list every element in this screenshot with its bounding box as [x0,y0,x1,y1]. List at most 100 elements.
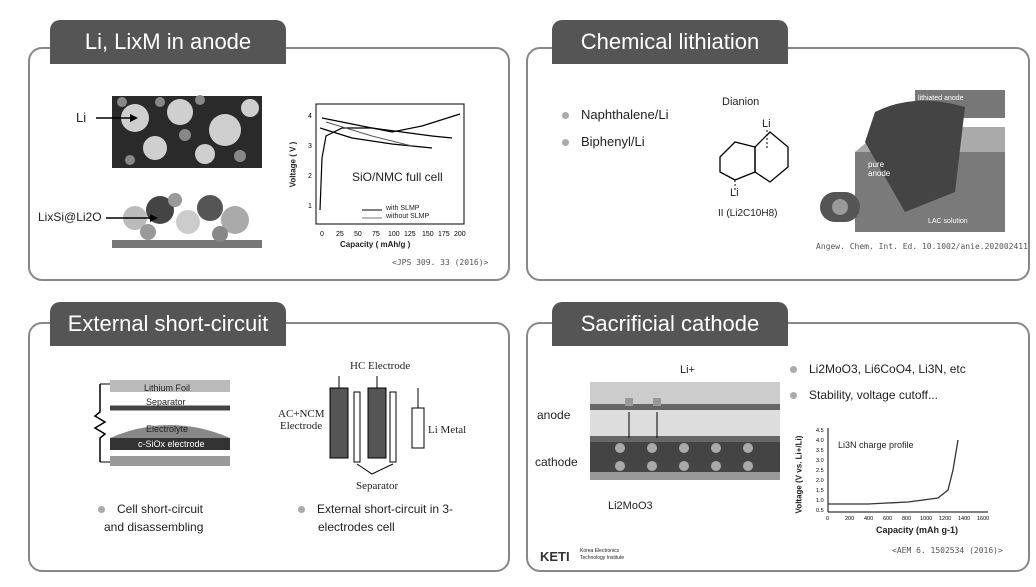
svg-text:150: 150 [422,231,434,238]
panel-chemical-title: Chemical lithiation [552,20,788,64]
plot4-xlabel: Capacity (mAh g-1) [876,525,959,535]
svg-text:2.0: 2.0 [816,478,824,484]
svg-text:1600: 1600 [977,516,989,522]
sacrificial-bullet-1-text: Li2MoO3, Li6CoO4, Li3N, etc [809,362,966,376]
keti-sub-1: Korea Electronics [580,548,620,554]
anode-voltage-plot: 0 25 50 75 100 125 150 175 200 1 2 3 4 [308,103,466,238]
sacrificial-bullet-2: Stability, voltage cutoff... [790,388,938,402]
label-li: Li [76,110,87,125]
chemical-bullet-2: Biphenyl/Li [562,134,645,149]
plot1-ylabel: Voltage ( V ) [288,141,298,188]
anode-particle-diagram [96,95,262,248]
svg-text:3: 3 [308,143,312,150]
roll-to-roll-lithiation-diagram [820,90,1005,232]
plot4-annotation: Li3N charge profile [838,440,914,450]
svg-text:200: 200 [845,516,854,522]
plot1-legend-with: with SLMP [386,205,420,212]
svg-text:200: 200 [454,231,466,238]
bullet-dot [98,506,105,514]
svg-text:4: 4 [308,113,312,120]
cathode-label: cathode [535,455,578,469]
plot1-annotation: SiO/NMC full cell [352,170,443,184]
li2moo3-label: Li2MoO3 [608,500,653,512]
chemical-bullet-2-text: Biphenyl/Li [581,134,645,149]
anode-citation: <JPS 309. 33 (2016)> [392,258,489,267]
lithium-foil-label: Lithium Foil [144,383,191,393]
svg-text:3.0: 3.0 [816,458,824,464]
separator-label: Separator [146,397,186,407]
svg-text:0.5: 0.5 [816,508,824,514]
electrolyte-label: Electrolyte [146,424,189,434]
plot4-ylabel: Voltage (V vs. Li+/Li) [794,435,804,514]
svg-text:3.5: 3.5 [816,448,824,454]
external-bullet-2: External short-circuit in 3- [298,502,453,516]
lac-solution-label: LAC solution [928,218,968,225]
short-circuit-cell-diagram [93,380,230,466]
svg-text:100: 100 [388,231,400,238]
dianion-label: Dianion [722,96,760,108]
three-electrode-cell-diagram [329,376,425,475]
svg-text:4.0: 4.0 [816,438,824,444]
svg-text:1400: 1400 [958,516,970,522]
svg-text:1: 1 [308,203,312,210]
bullet-dot [790,366,797,374]
panel-anode-title: Li, LixM in anode [50,20,286,64]
svg-text:175: 175 [438,231,450,238]
separator-label-2: Separator [356,480,399,492]
svg-text:2: 2 [308,173,312,180]
bullet-dot [562,139,569,147]
bullet-dot [562,112,569,120]
keti-logo-mark: KETI [540,549,570,564]
electrode-label: c-SiOx electrode [138,439,205,449]
chemical-bullet-1: Naphthalene/Li [562,107,668,122]
svg-text:4.5: 4.5 [816,428,824,434]
sacrificial-citation: <AEM 6. 1502534 (2016)> [892,546,1003,555]
lithiated-anode-label: lithiated anode [918,95,964,102]
li-bottom-label: Li [730,187,739,199]
svg-text:1200: 1200 [939,516,951,522]
panel-sacrificial-title: Sacrificial cathode [552,302,788,346]
hc-electrode-label: HC Electrode [350,360,411,372]
li-metal-label: Li Metal [428,424,467,436]
panel-external [28,322,510,572]
external-bullet-2-line2: electrodes cell [318,520,395,534]
external-bullet-2-text: External short-circuit in 3- [317,502,454,516]
external-bullet-1-text: Cell short-circuit [117,502,204,516]
sacrificial-bullet-1: Li2MoO3, Li6CoO4, Li3N, etc [790,362,966,376]
keti-sub-2: Technology Institute [580,555,625,561]
bullet-dot [790,392,797,400]
plot1-xlabel: Capacity ( mAh/g ) [340,240,411,249]
li-plus-label: Li+ [680,364,695,376]
panel-anode [28,47,510,281]
svg-text:0: 0 [320,231,324,238]
acncm-label: AC+NCM [278,408,325,420]
svg-text:2.5: 2.5 [816,468,824,474]
naphthalene-structure [719,130,789,192]
keti-logo: KETI [540,546,570,565]
chemical-citation: Angew. Chem. Int. Ed. 10.1002/anie.20200… [816,242,1028,251]
anode-label: anode [537,408,571,422]
sacrificial-bullet-2-text: Stability, voltage cutoff... [809,388,938,402]
label-lisi: LixSi@Li2O [38,210,102,224]
svg-text:1000: 1000 [920,516,932,522]
external-bullet-1: Cell short-circuit [98,502,203,516]
external-bullet-1-line2: and disassembling [104,520,204,534]
svg-text:125: 125 [404,231,416,238]
svg-text:25: 25 [336,231,344,238]
svg-text:50: 50 [354,231,362,238]
panel-external-title: External short-circuit [50,302,286,346]
li-top-label: Li [762,118,771,130]
svg-text:800: 800 [902,516,911,522]
dianion-formula: II (Li2C10H8) [718,208,778,219]
svg-text:1.0: 1.0 [816,498,824,504]
svg-text:0: 0 [826,516,829,522]
plot1-legend-without: without SLMP [386,213,430,220]
acncm-label-2: Electrode [280,420,323,432]
svg-text:1.5: 1.5 [816,488,824,494]
chemical-bullet-1-text: Naphthalene/Li [581,107,669,122]
svg-text:400: 400 [864,516,873,522]
pure-anode-label: pure anode [868,160,891,178]
bullet-dot [298,506,305,514]
svg-text:75: 75 [372,231,380,238]
